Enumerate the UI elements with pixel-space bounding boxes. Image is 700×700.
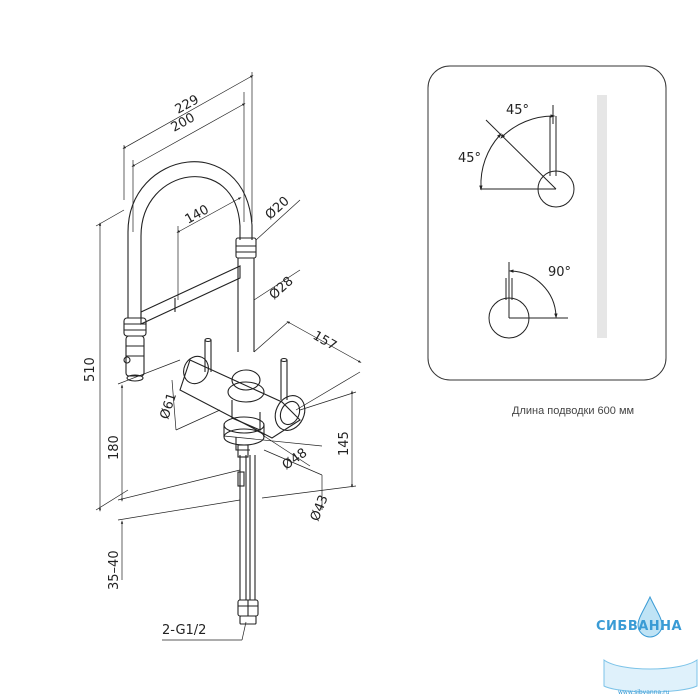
water-drop-icon	[637, 595, 663, 638]
dim-dia-28: Ø28	[267, 274, 297, 303]
angle-label-top-a: 45°	[506, 103, 529, 118]
dim-dia-43: Ø43	[308, 493, 332, 523]
rotation-inset: 45° 45° 90°	[427, 65, 667, 381]
dim-dia-20: Ø20	[263, 194, 293, 223]
faucet-outline	[123, 161, 306, 625]
dim-180: 180	[107, 435, 122, 460]
dim-dia-48: Ø48	[280, 446, 311, 474]
dim-connection: 2-G1/2	[162, 623, 206, 638]
brand-site: www.sibvanna.ru	[618, 689, 670, 696]
dim-157: 157	[310, 328, 339, 353]
angle-label-top-b: 45°	[458, 151, 481, 166]
angle-label-bottom: 90°	[548, 265, 571, 280]
hose-length-caption: Длина подводки 600 мм	[512, 405, 634, 417]
brand-name: СИБВАННА	[596, 619, 682, 634]
dim-dia-61: Ø61	[158, 391, 181, 421]
dim-200: 200	[169, 110, 198, 135]
dim-140: 140	[183, 202, 212, 227]
dim-510: 510	[83, 357, 98, 382]
dimension-lines	[95, 72, 362, 641]
spout-arc	[127, 161, 253, 318]
dim-35-40: 35–40	[107, 550, 122, 590]
dim-145: 145	[337, 431, 352, 456]
brand-logo: СИБВАННА www.sibvanna.ru	[596, 595, 698, 696]
